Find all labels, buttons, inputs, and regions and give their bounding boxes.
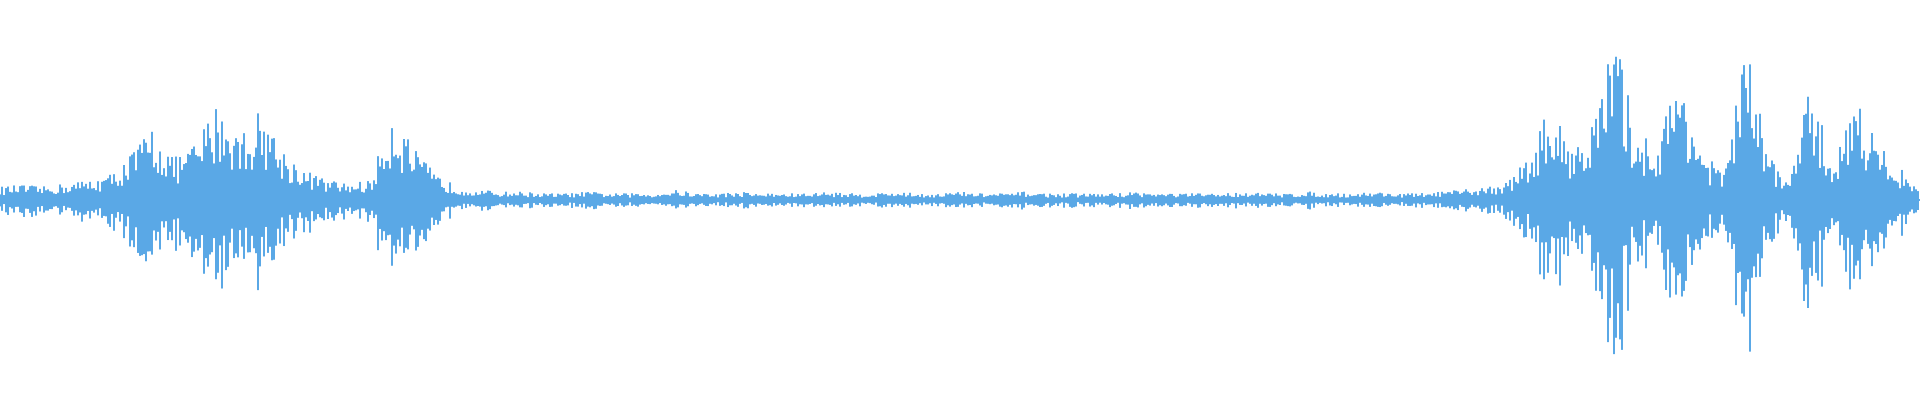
waveform-bars [0,56,1919,355]
